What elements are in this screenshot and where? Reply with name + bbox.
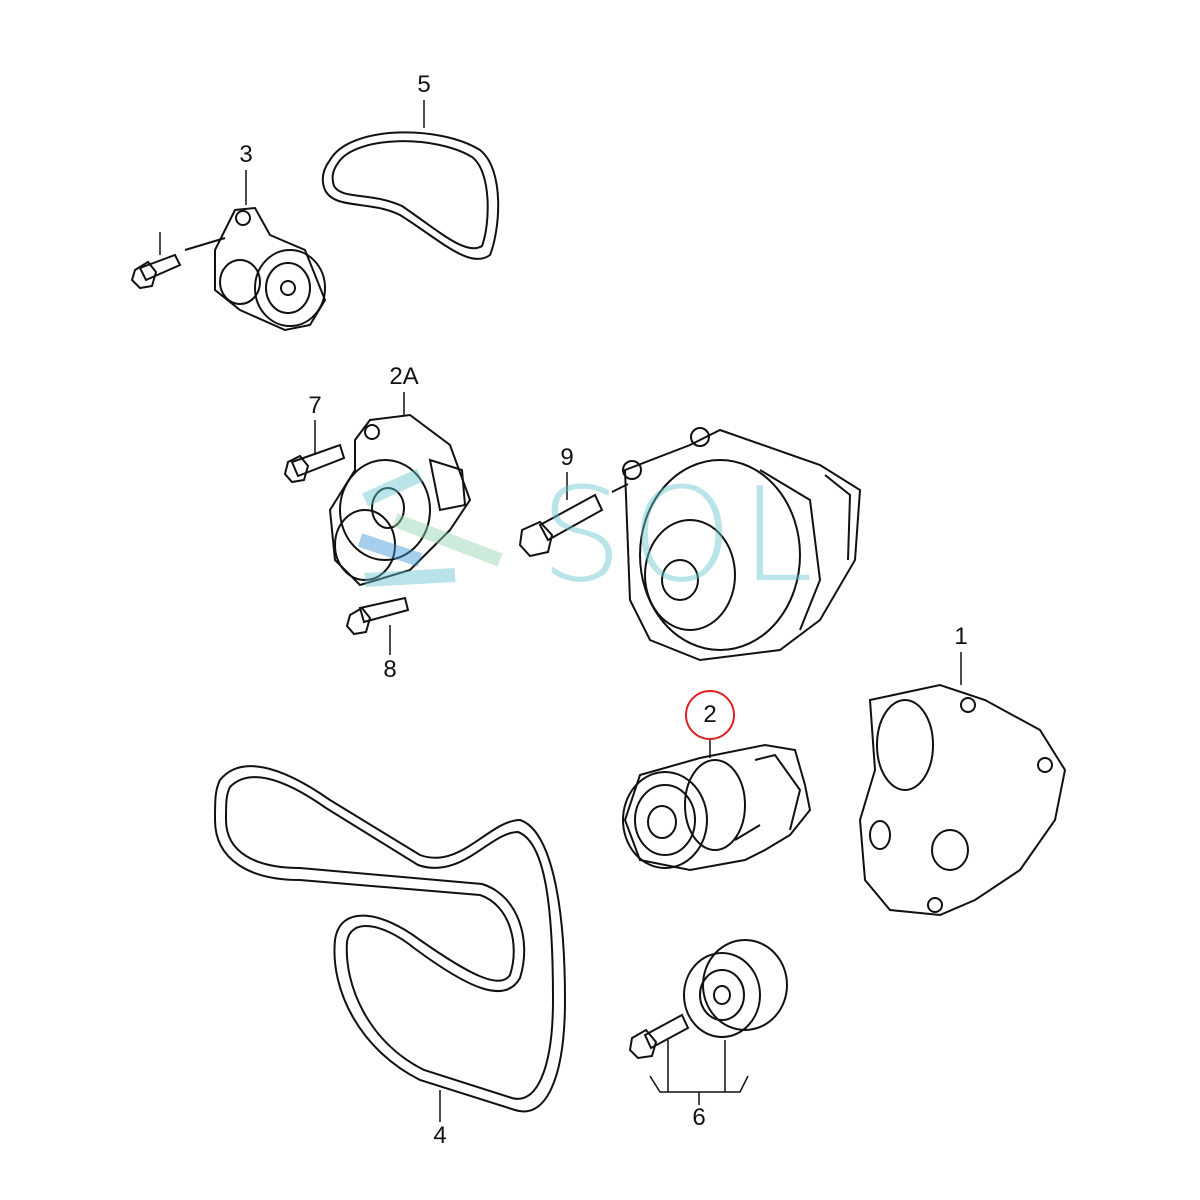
label-2a: 2A bbox=[389, 363, 419, 390]
watermark-logo-icon bbox=[357, 468, 503, 587]
label-8: 8 bbox=[383, 656, 397, 683]
tensioner-2a bbox=[283, 413, 472, 636]
label-5: 5 bbox=[417, 71, 431, 98]
tensioner-3 bbox=[130, 206, 327, 332]
label-9: 9 bbox=[560, 444, 574, 471]
belt-5 bbox=[321, 131, 500, 261]
label-6: 6 bbox=[692, 1104, 706, 1131]
label-4: 4 bbox=[433, 1122, 447, 1149]
label-1: 1 bbox=[954, 623, 968, 650]
label-2: 2 bbox=[703, 701, 717, 728]
label-3: 3 bbox=[239, 141, 253, 168]
label-7: 7 bbox=[308, 392, 322, 419]
idler-pulley-6 bbox=[628, 939, 788, 1060]
watermark-text: SOL bbox=[540, 459, 822, 611]
leader-lines bbox=[159, 100, 962, 1122]
alternator bbox=[622, 427, 862, 662]
tensioner-2 bbox=[622, 743, 812, 872]
highlight-circle bbox=[685, 690, 735, 740]
belt-4 bbox=[213, 765, 567, 1113]
bracket-1 bbox=[858, 683, 1067, 917]
